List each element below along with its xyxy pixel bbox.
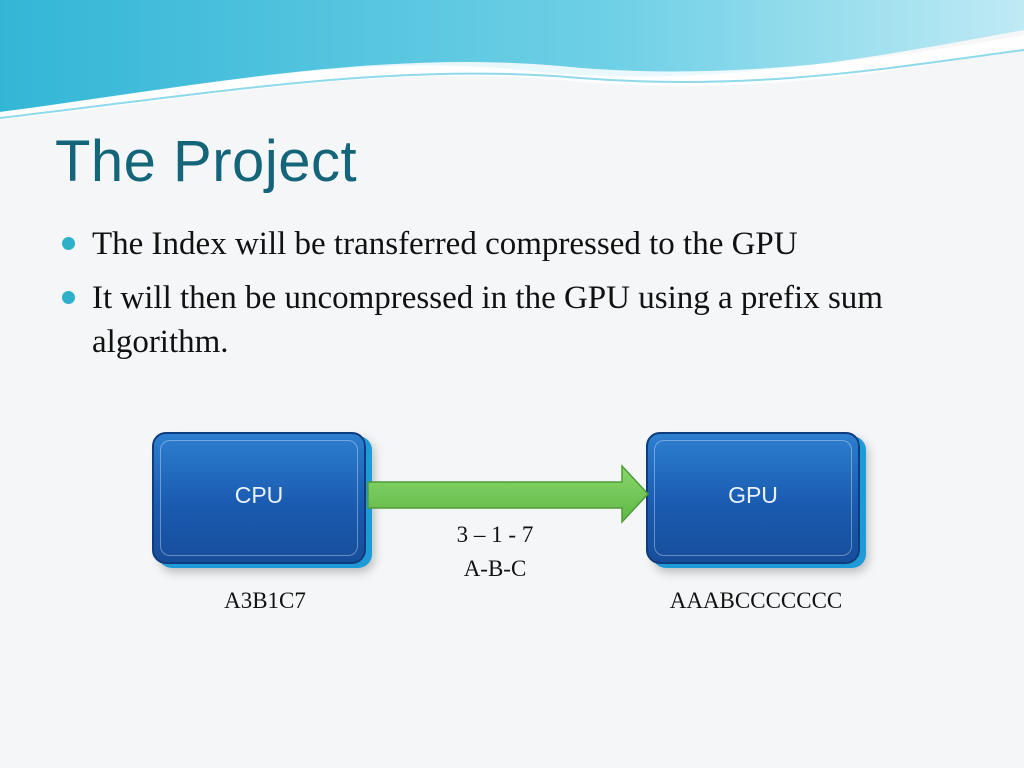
cpu-label: CPU: [234, 482, 284, 508]
bullet-icon: [62, 237, 75, 250]
bullet-icon: [62, 291, 75, 304]
gpu-caption: AAABCCCCCCC: [669, 588, 843, 613]
gpu-label: GPU: [728, 482, 778, 508]
cpu-caption: A3B1C7: [224, 588, 306, 613]
bullet-text: It will then be uncompressed in the GPU …: [92, 280, 883, 360]
cpu-box-inner: [160, 440, 358, 556]
bullet-text: The Index will be transferred compressed…: [92, 226, 798, 262]
arrow-shape: [367, 464, 650, 524]
bullet-item: It will then be uncompressed in the GPU …: [62, 276, 982, 364]
arrow-counts: 3 – 1 - 7: [456, 522, 534, 547]
arrow-symbols: A-B-C: [463, 556, 527, 581]
cpu-box: CPU: [152, 432, 366, 564]
slide-title: The Project: [55, 129, 358, 194]
gpu-box-inner: [654, 440, 852, 556]
bullet-item: The Index will be transferred compressed…: [62, 222, 982, 266]
bullet-list: The Index will be transferred compressed…: [62, 222, 982, 374]
gpu-box: GPU: [646, 432, 860, 564]
header-wave-decoration: [0, 0, 1024, 120]
